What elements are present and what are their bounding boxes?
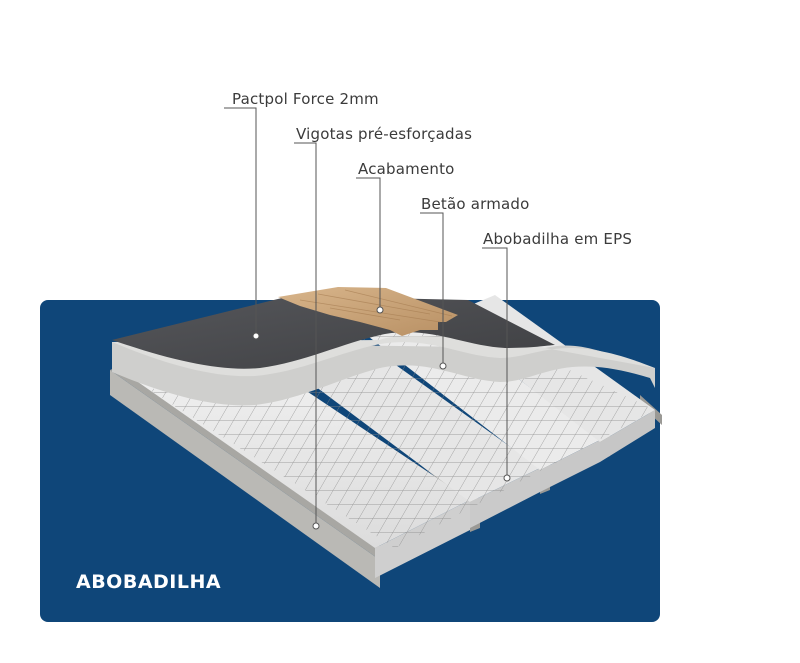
leader-eps (482, 247, 508, 478)
callout-betao: Betão armado (421, 195, 530, 213)
system-label: ABOBADILHA (76, 571, 221, 593)
callout-acabamento: Acabamento (358, 160, 455, 178)
callout-pactpol: Pactpol Force 2mm (232, 90, 379, 108)
leader-dots (252, 306, 511, 530)
leader-lines (224, 107, 508, 526)
leader-vigotas (294, 142, 317, 526)
leader-pactpol (224, 107, 257, 336)
leader-acabamento (356, 177, 381, 310)
callout-abobadilha-eps: Abobadilha em EPS (483, 230, 632, 248)
callout-vigotas: Vigotas pré-esforçadas (296, 125, 472, 143)
wood-finish (278, 287, 458, 336)
leader-betao (420, 212, 444, 366)
floor-slab (110, 287, 662, 588)
